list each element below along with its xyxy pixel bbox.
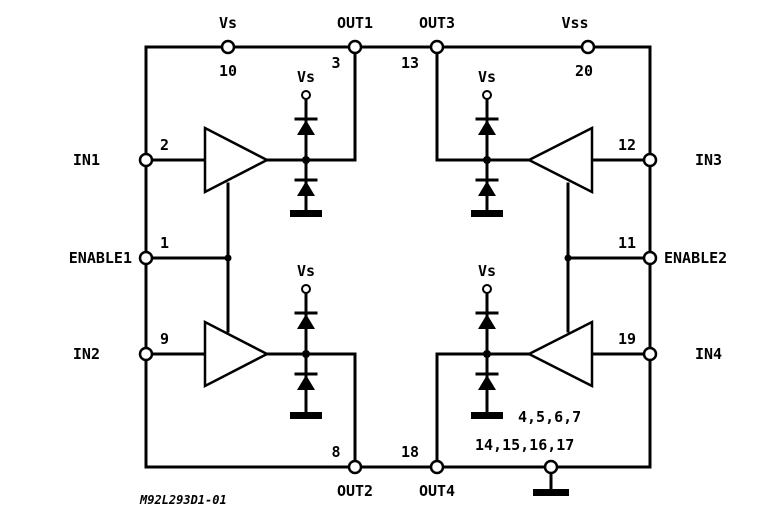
enable1-pin-number: 1 <box>160 234 169 252</box>
in4-label: IN4 <box>695 345 722 363</box>
vs-diode-supply-label-3: Vs <box>478 68 496 86</box>
enable1-label: ENABLE1 <box>69 249 132 267</box>
vss-pin-number: 20 <box>575 62 593 80</box>
out1-pin-number: 3 <box>331 54 340 72</box>
out3-label: OUT3 <box>419 14 455 32</box>
junction-dots <box>224 156 572 358</box>
ground-pins-line-1: 4,5,6,7 <box>518 408 581 426</box>
pin-terminals <box>138 39 658 475</box>
vss-pin-label: Vss <box>561 14 588 32</box>
out2-label: OUT2 <box>337 482 373 500</box>
vs-diode-supply-label-4: Vs <box>478 262 496 280</box>
vs-pin-label: Vs <box>219 14 237 32</box>
diode-clamp-out4 <box>471 284 503 419</box>
in4-pin-number: 19 <box>618 330 636 348</box>
vs-diode-supply-label-2: Vs <box>297 262 315 280</box>
enable2-label: ENABLE2 <box>664 249 727 267</box>
in3-label: IN3 <box>695 151 722 169</box>
buffer-amplifier-1 <box>203 125 270 195</box>
enable2-pin-number: 11 <box>618 234 636 252</box>
in2-pin-number: 9 <box>160 330 169 348</box>
buffer-amplifier-4 <box>526 319 594 389</box>
buffer-amplifier-2 <box>203 319 270 389</box>
out3-pin-number: 13 <box>401 54 419 72</box>
in2-label: IN2 <box>73 345 100 363</box>
buffer-amplifier-3 <box>526 125 594 195</box>
out4-label: OUT4 <box>419 482 455 500</box>
out2-pin-number: 8 <box>331 443 340 461</box>
out1-label: OUT1 <box>337 14 373 32</box>
out4-pin-number: 18 <box>401 443 419 461</box>
in1-label: IN1 <box>73 151 100 169</box>
ground-symbol <box>533 489 569 496</box>
in3-pin-number: 12 <box>618 136 636 154</box>
vs-pin-number: 10 <box>219 62 237 80</box>
diode-clamp-out2 <box>290 284 322 419</box>
diode-clamp-out1 <box>290 90 322 217</box>
vs-diode-supply-label-1: Vs <box>297 68 315 86</box>
in1-pin-number: 2 <box>160 136 169 154</box>
ground-pins-line-2: 14,15,16,17 <box>475 436 574 454</box>
diode-clamp-out3 <box>471 90 503 217</box>
figure-code: M92L293D1-01 <box>139 493 227 507</box>
